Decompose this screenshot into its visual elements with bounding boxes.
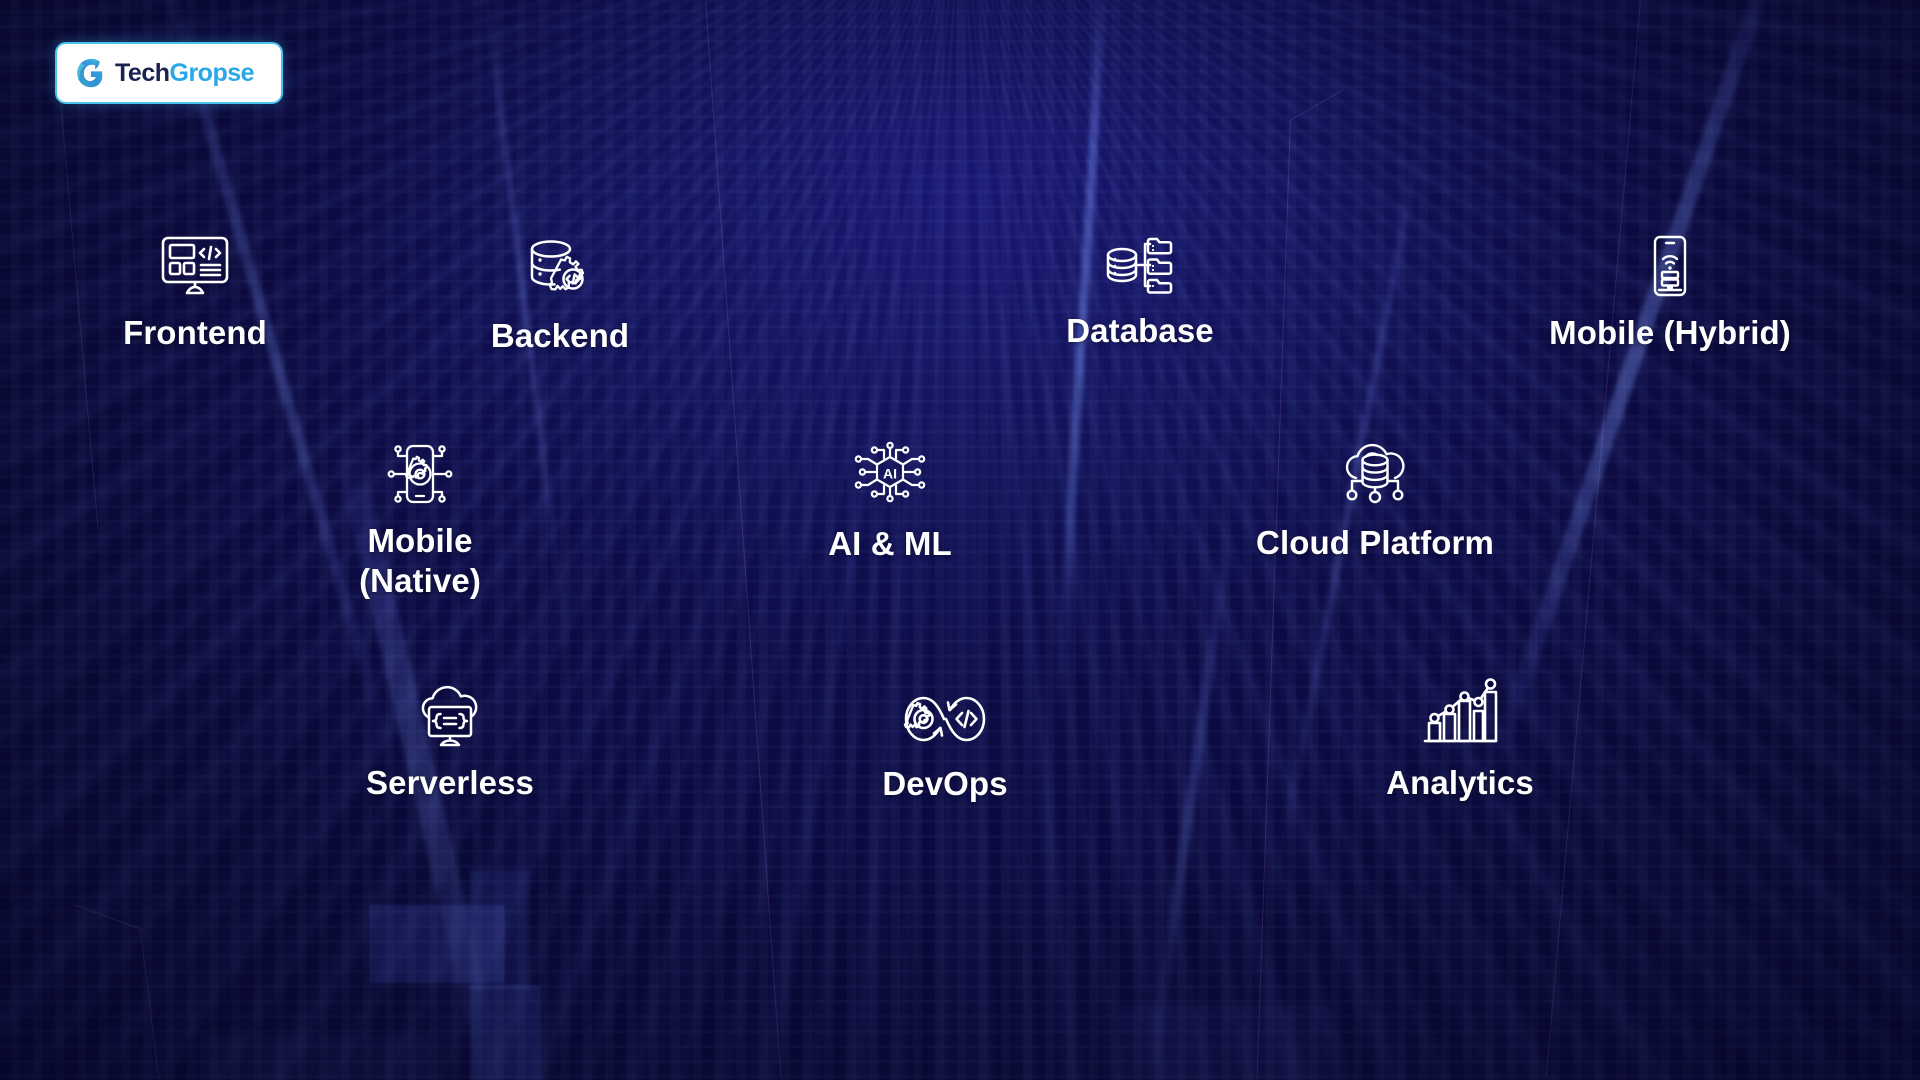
brand-logo-text: TechGropse [115,58,255,87]
cloud-monitor-braces-icon [421,685,478,747]
stack-item-label: Database [1066,312,1214,349]
brand-logo[interactable]: TechGropse [55,42,283,104]
smartphone-wifi-building-icon [1653,235,1687,297]
brand-name-part2: Gropse [169,58,255,87]
stack-item-label: DevOps [882,765,1008,802]
stack-item-label: Mobile (Native) [359,522,481,600]
bar-chart-trendline-icon [1423,678,1498,743]
stack-item-cloud-platform[interactable]: Cloud Platform [1210,443,1540,563]
stack-item-devops[interactable]: DevOps [815,690,1075,804]
stack-item-label: Backend [490,317,630,354]
database-folders-icon [1106,237,1173,294]
stack-item-mobile-native[interactable]: Mobile (Native) [275,443,565,602]
database-gear-code-icon [530,240,585,291]
stack-item-label: Analytics [1386,764,1534,801]
stack-item-label: Frontend [123,314,267,351]
stack-item-ai-ml[interactable]: AI AI & ML [760,440,1020,564]
stack-item-analytics[interactable]: Analytics [1320,675,1600,803]
stack-item-mobile-hybrid[interactable]: Mobile (Hybrid) [1490,235,1850,353]
stack-item-backend[interactable]: Backend [420,238,700,356]
g-swirl-logo-icon [77,58,103,88]
stack-item-serverless[interactable]: Serverless [300,685,600,803]
cloud-database-nodes-icon [1345,443,1405,504]
smartphone-gear-circuit-icon [387,444,453,504]
stack-item-label: Serverless [366,764,534,801]
monitor-code-layout-icon [161,236,229,295]
svg-text:AI: AI [883,466,897,482]
stack-item-frontend[interactable]: Frontend [60,235,330,353]
stack-item-label: Mobile (Hybrid) [1549,314,1791,351]
brand-name-part1: Tech [115,58,170,87]
stack-item-label: Cloud Platform [1256,524,1494,561]
stack-item-label: AI & ML [828,525,952,562]
infinity-gear-code-icon [903,696,986,742]
ai-hexagon-circuit-icon: AI [854,441,926,503]
stack-item-database[interactable]: Database [1000,235,1280,351]
